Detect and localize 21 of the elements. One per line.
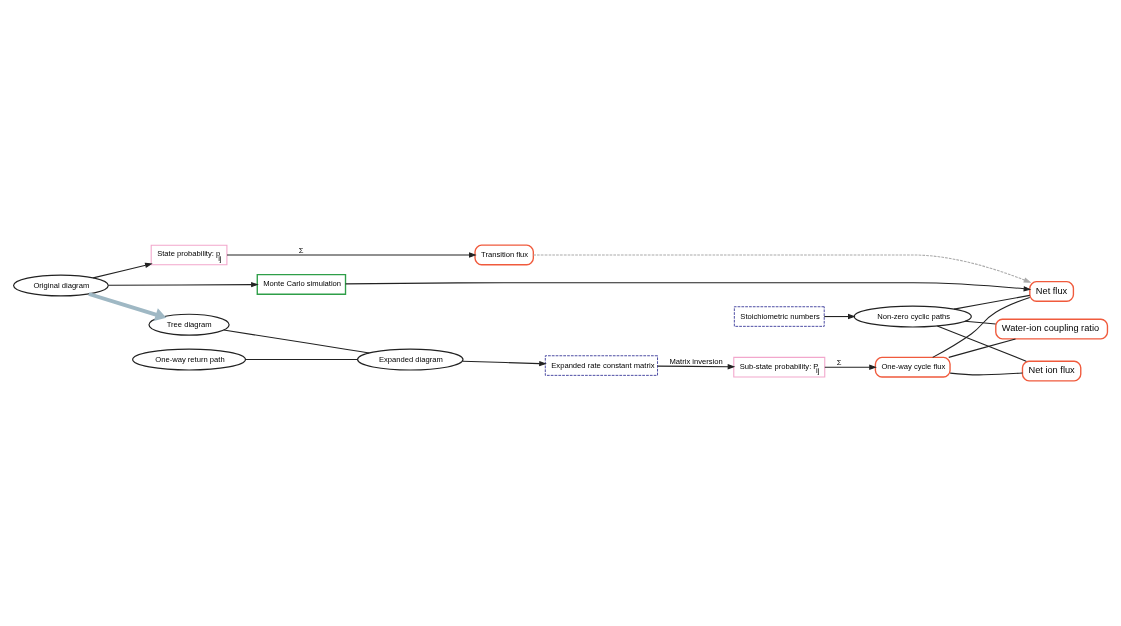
arrow <box>461 360 547 367</box>
connector <box>964 320 997 325</box>
connector <box>223 329 370 354</box>
connector <box>949 372 1023 376</box>
arrow <box>226 252 477 258</box>
connector <box>948 338 1016 358</box>
arrow <box>823 313 856 320</box>
arrow <box>345 282 1032 292</box>
connector <box>244 359 358 361</box>
connector <box>953 294 1031 310</box>
arrow <box>92 262 153 279</box>
arrow <box>107 281 259 288</box>
arrow <box>824 364 877 370</box>
arrow <box>657 364 736 370</box>
node-box: Net flux <box>1029 281 1075 302</box>
node-box: Water-ion coupling ratio <box>995 318 1109 340</box>
arrow <box>532 254 1032 283</box>
node-box: Net ion flux <box>1021 360 1082 382</box>
connector <box>936 325 1027 362</box>
arrow <box>88 292 167 322</box>
connector <box>932 296 1031 358</box>
